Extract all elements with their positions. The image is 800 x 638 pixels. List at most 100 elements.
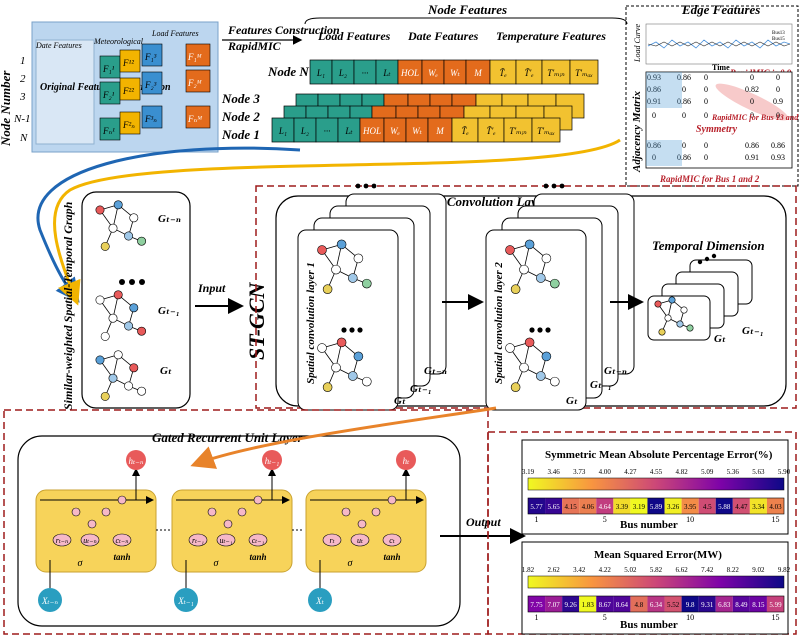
graph-node	[124, 231, 134, 241]
graph-node	[322, 284, 333, 294]
heatmap-cell	[528, 498, 546, 514]
graph-node	[137, 326, 147, 336]
gru-cell	[35, 489, 157, 573]
graph-node	[336, 239, 347, 250]
heatmap-cell	[698, 596, 716, 612]
heatmap-value: 4.15	[565, 503, 578, 511]
heatmap-value: 3.34	[752, 503, 765, 511]
heatmap-cell	[766, 498, 784, 514]
colorbar-tick: 4.00	[599, 468, 612, 476]
node-number-label: Node Number	[0, 70, 13, 147]
feature-cell-label: T̃′ₑ	[524, 68, 534, 78]
matrix-value: 0.86	[647, 141, 661, 150]
gate-node	[188, 533, 208, 547]
graph-node	[550, 376, 560, 387]
heatmap-value: 9.26	[565, 601, 578, 609]
heatmap-cell	[596, 596, 614, 612]
heatmap-cell	[664, 498, 682, 514]
heatmap-cell	[664, 596, 682, 612]
edge-features-title: Edge Features	[681, 2, 760, 17]
input-node	[308, 588, 332, 612]
spatial-layer-1-stack	[297, 183, 447, 411]
matrix-value: 0	[704, 97, 708, 106]
heatmap-value: 9.31	[701, 601, 714, 609]
ellipsis-dot	[371, 183, 377, 189]
hidden-node	[262, 450, 282, 470]
graph-node	[680, 306, 688, 314]
graph-node	[317, 343, 327, 353]
heatmap-value: 4.03	[769, 503, 782, 511]
feature-cell	[569, 59, 599, 85]
graph-node	[668, 296, 676, 304]
heatmap-cell	[715, 596, 733, 612]
bus-tick: 10	[686, 515, 694, 524]
row-number: N	[19, 132, 28, 144]
graph-node	[348, 371, 358, 381]
colorbar-tick: 6.62	[675, 566, 688, 574]
heatmap-cell	[647, 498, 665, 514]
feature-blocks: F₁¹ F¹² F₁³ F₂¹ F²² F₂³ Fₙ¹ F²ₙ F³ₙ F₁ᴹ …	[99, 43, 211, 141]
gate-node	[112, 533, 132, 547]
matrix-value: 0	[704, 111, 708, 120]
layer1-gtn: Gₜ₋ₙ	[424, 365, 447, 377]
feature-cell-label: ···	[362, 68, 369, 78]
feature-cell-label: L₁	[278, 126, 287, 136]
sigma-label: σ	[78, 558, 84, 569]
heatmap-value: 3.39	[616, 503, 629, 511]
graph-node	[686, 324, 694, 332]
smape-title: Symmetric Mean Absolute Percentage Error…	[545, 449, 773, 461]
ellipsis-dot	[537, 327, 543, 333]
svg-text:Fₙᴹ: Fₙᴹ	[187, 114, 203, 124]
rapidmic-12-note: RapidMIC for Bus 1 and 2	[659, 174, 760, 184]
graph-node	[536, 371, 546, 381]
stgcn-region: Spatial Convolution Layer Spatial convol…	[255, 183, 797, 411]
gate-label: rₜ₋₁	[192, 536, 204, 545]
graph-node	[137, 386, 147, 396]
feature-cell	[489, 59, 517, 85]
gate-label: rₜ	[329, 536, 334, 545]
gate-node	[80, 533, 100, 547]
gate-label: uₜ₋ₙ	[83, 536, 96, 545]
heatmap-cell	[528, 596, 546, 612]
temporal-stack	[647, 253, 753, 341]
colorbar-tick: 5.02	[624, 566, 637, 574]
label-gt1: Gₜ₋₁	[742, 325, 764, 337]
colorbar-tick: 8.22	[727, 566, 740, 574]
hidden-label: hₜ₋₁	[265, 456, 280, 466]
bus-tick: 5	[603, 515, 607, 524]
ellipsis-dot	[711, 253, 717, 259]
hidden-label: hₜ₋ₙ	[128, 456, 143, 466]
mse-bus-label: Bus number	[620, 619, 678, 631]
graph-node	[95, 205, 105, 215]
heatmap-value: 5.88	[718, 503, 731, 511]
heatmap-value: 9.8	[686, 601, 695, 609]
heatmap-value: 5.99	[769, 601, 782, 609]
colorbar-tick: 3.42	[573, 566, 586, 574]
temporal-label: Temporal Dimension	[652, 238, 765, 253]
symmetry-note: Symmetry	[696, 124, 738, 135]
layer1-label: Spatial convolution layer 1	[305, 262, 317, 384]
multiply-node	[357, 519, 367, 529]
graph-node	[108, 223, 118, 233]
gate-node	[322, 533, 342, 547]
graph-node	[524, 239, 535, 250]
colorbar-tick: 5.36	[727, 468, 740, 476]
matrix-value: 0.91	[647, 97, 661, 106]
graph-node	[505, 343, 515, 353]
heatmap-cell	[579, 596, 597, 612]
gru-title: Gated Recurrent Unit Layer	[152, 430, 304, 445]
hidden-node	[396, 450, 416, 470]
heatmap-value: 3.19	[633, 503, 646, 511]
layer2-gt: Gₜ	[566, 395, 578, 407]
bus-tick: 1	[535, 613, 539, 622]
ellipsis-dot	[357, 327, 363, 333]
edge-features-panel: Edge Features Load Curve Adjacency Matri…	[625, 2, 800, 187]
graph-node	[317, 245, 327, 255]
heatmap-cell	[630, 498, 648, 514]
heatmap-value: 6.34	[650, 601, 663, 609]
graph-node	[362, 376, 372, 387]
svg-text:Fₙ¹: Fₙ¹	[102, 126, 115, 136]
load-features-tab: Load Features	[151, 29, 199, 38]
